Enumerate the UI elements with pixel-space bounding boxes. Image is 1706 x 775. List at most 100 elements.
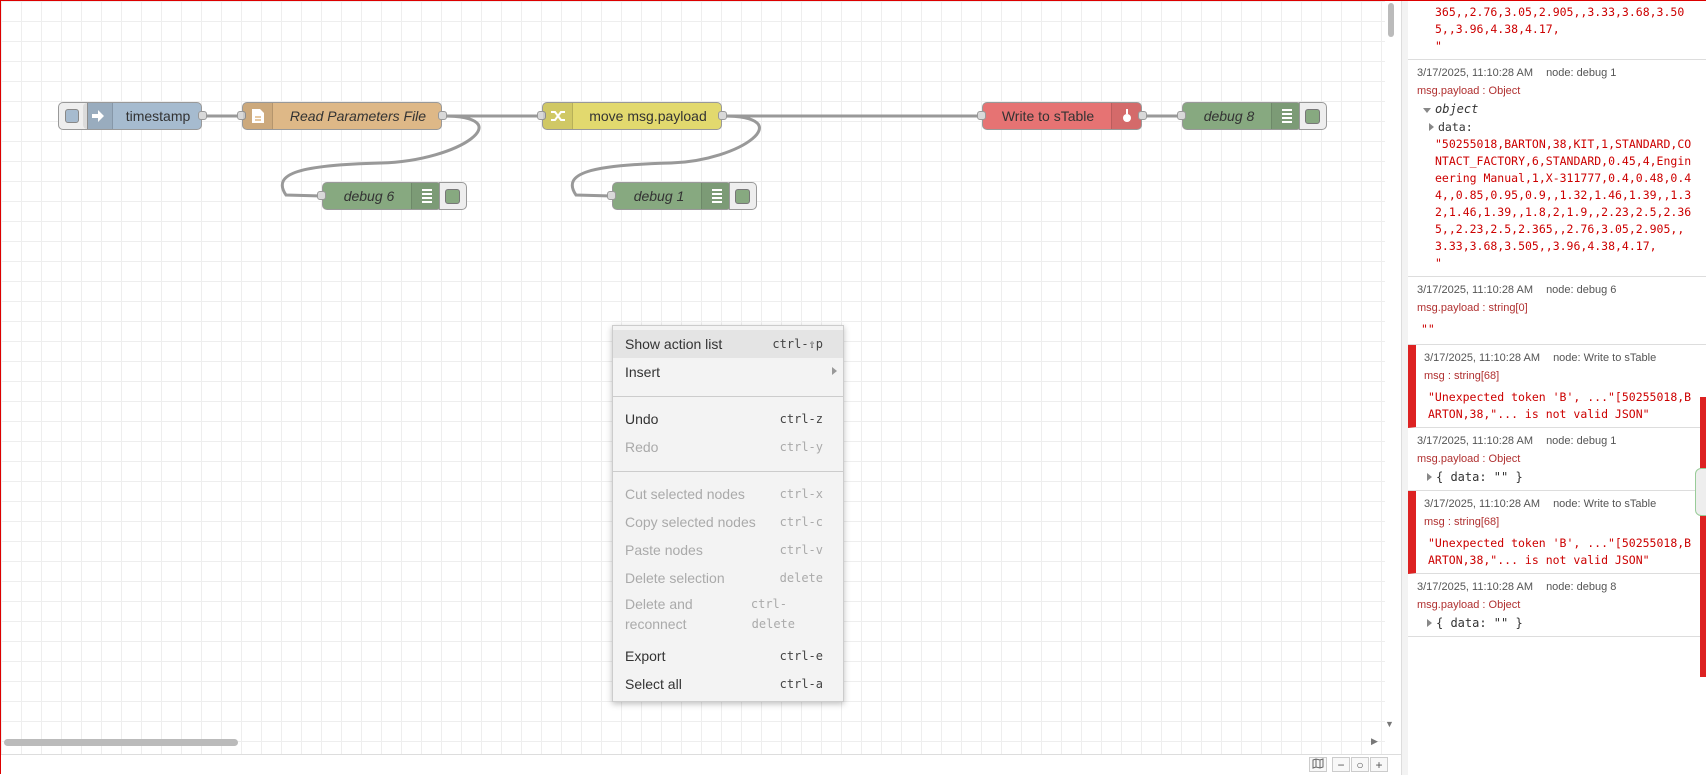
message-topic: msg : string[68]: [1424, 516, 1500, 528]
wire[interactable]: [570, 114, 761, 198]
message-node[interactable]: node: debug 1: [1546, 435, 1617, 447]
output-port[interactable]: [718, 111, 727, 120]
message-value: "Unexpected token 'B', ..."[50255018,BAR…: [1428, 390, 1692, 421]
debug-message: 3/17/2025, 11:10:28 AM node: debug 1 msg…: [1408, 428, 1706, 491]
node-label: move msg.payload: [589, 108, 707, 124]
caret-right-icon: [1427, 473, 1432, 481]
zoom-reset-button[interactable]: ○: [1351, 757, 1369, 772]
flow-workspace[interactable]: timestamp Read Parameters File move msg.…: [1, 1, 1385, 755]
node-read-parameters-file[interactable]: Read Parameters File: [237, 102, 447, 130]
zoom-in-button[interactable]: +: [1370, 757, 1388, 772]
node-label: Read Parameters File: [289, 108, 427, 124]
debug-message: 3/17/2025, 11:10:28 AM node: debug 8 msg…: [1408, 574, 1706, 637]
message-topic: msg.payload : Object: [1417, 453, 1521, 465]
menu-item-insert[interactable]: Insert: [613, 358, 843, 386]
list-icon: [1271, 103, 1301, 129]
menu-divider: [613, 471, 843, 472]
scroll-right-arrow-icon[interactable]: ▶: [1371, 736, 1378, 746]
message-topic: msg.payload : string[0]: [1417, 302, 1528, 314]
list-icon: [411, 183, 441, 209]
message-topic: msg : string[68]: [1424, 370, 1500, 382]
message-value: "": [1421, 322, 1435, 336]
menu-item-select-all[interactable]: Select all ctrl-a: [625, 676, 823, 692]
node-debug-8[interactable]: debug 8: [1177, 102, 1327, 130]
menu-item-show-action-list[interactable]: Show action list ctrl-⇧p: [613, 330, 843, 358]
wire[interactable]: [280, 114, 481, 198]
object-tree[interactable]: { data: "" }: [1417, 468, 1696, 486]
message-node[interactable]: node: debug 6: [1546, 284, 1617, 296]
debug-message-partial: .8,2,1.9,,2.23,2.5,2.365,,2.23,2.5,2.365…: [1408, 1, 1706, 60]
debug-message: 3/17/2025, 11:10:28 AM node: debug 6 msg…: [1408, 277, 1706, 345]
shuffle-icon: [543, 103, 573, 129]
message-node[interactable]: node: debug 1: [1546, 67, 1617, 79]
menu-item-delete-and-reconnect[interactable]: Delete and reconnect ctrl- delete: [625, 596, 795, 632]
node-write-to-stable[interactable]: Write to sTable: [977, 102, 1147, 130]
wires-layer: [202, 114, 1182, 198]
input-port[interactable]: [977, 111, 986, 120]
object-tree[interactable]: { data: "" }: [1417, 614, 1696, 632]
message-timestamp: 3/17/2025, 11:10:28 AM: [1417, 284, 1533, 296]
object-tree[interactable]: object: [1417, 100, 1696, 118]
arrow-right-icon: [83, 103, 113, 129]
node-debug-1[interactable]: debug 1: [607, 182, 757, 210]
node-move-msg-payload[interactable]: move msg.payload: [537, 102, 727, 130]
caret-right-icon: [832, 367, 837, 375]
node-label: debug 6: [343, 188, 395, 204]
context-menu: Show action list ctrl-⇧p Insert Undo ctr…: [612, 325, 844, 702]
input-port[interactable]: [317, 191, 326, 200]
message-value: "50255018,BARTON,38,KIT,1,STANDARD,CONTA…: [1435, 137, 1692, 270]
message-topic: msg.payload : Object: [1417, 85, 1521, 97]
message-node[interactable]: node: debug 8: [1546, 581, 1617, 593]
debug-message-error: 3/17/2025, 11:10:28 AM node: Write to sT…: [1408, 345, 1706, 428]
node-debug-6[interactable]: debug 6: [317, 182, 467, 210]
node-label: Write to sTable: [1001, 108, 1095, 124]
input-port[interactable]: [537, 111, 546, 120]
menu-item-undo[interactable]: Undo ctrl-z: [625, 411, 823, 427]
debug-toggle-button[interactable]: [439, 182, 467, 210]
scroll-down-arrow-icon[interactable]: ▼: [1385, 719, 1394, 729]
menu-item-redo[interactable]: Redo ctrl-y: [625, 439, 823, 455]
workspace-footer: − ○ +: [1, 754, 1401, 775]
debug-sidebar: .8,2,1.9,,2.23,2.5,2.365,,2.23,2.5,2.365…: [1408, 1, 1706, 774]
message-value: "Unexpected token 'B', ..."[50255018,BAR…: [1428, 536, 1692, 567]
debug-message-error: 3/17/2025, 11:10:28 AM node: Write to sT…: [1408, 491, 1706, 574]
message-timestamp: 3/17/2025, 11:10:28 AM: [1417, 67, 1533, 79]
message-timestamp: 3/17/2025, 11:10:28 AM: [1417, 435, 1533, 447]
message-topic: msg.payload : Object: [1417, 599, 1521, 611]
object-property[interactable]: data:: [1417, 118, 1696, 136]
message-node[interactable]: node: Write to sTable: [1553, 352, 1657, 364]
message-timestamp: 3/17/2025, 11:10:28 AM: [1424, 352, 1540, 364]
menu-divider: [613, 396, 843, 397]
menu-item-cut[interactable]: Cut selected nodes ctrl-x: [625, 486, 823, 502]
debug-message: 3/17/2025, 11:10:28 AM node: debug 1 msg…: [1408, 60, 1706, 277]
input-port[interactable]: [1177, 111, 1186, 120]
message-node[interactable]: node: Write to sTable: [1553, 498, 1657, 510]
caret-right-icon: [1427, 619, 1432, 627]
message-timestamp: 3/17/2025, 11:10:28 AM: [1417, 581, 1533, 593]
input-port[interactable]: [237, 111, 246, 120]
node-label: debug 1: [633, 188, 685, 204]
sidebar-resize-handle[interactable]: [1401, 1, 1408, 775]
output-port[interactable]: [1138, 111, 1147, 120]
horizontal-scrollbar[interactable]: [4, 739, 238, 746]
output-port[interactable]: [198, 111, 207, 120]
message-timestamp: 3/17/2025, 11:10:28 AM: [1424, 498, 1540, 510]
file-icon: [243, 103, 273, 129]
debug-toggle-button[interactable]: [729, 182, 757, 210]
caret-down-icon: [1423, 108, 1431, 113]
node-timestamp[interactable]: timestamp: [58, 102, 207, 130]
zoom-out-button[interactable]: −: [1332, 757, 1350, 772]
menu-item-export[interactable]: Export ctrl-e: [625, 648, 823, 664]
input-port[interactable]: [607, 191, 616, 200]
caret-right-icon: [1429, 123, 1434, 131]
output-port[interactable]: [438, 111, 447, 120]
map-icon[interactable]: [1309, 757, 1327, 772]
menu-item-delete-selection[interactable]: Delete selection delete: [625, 570, 823, 586]
sidebar-tab-handle[interactable]: [1695, 468, 1706, 516]
vertical-scrollbar[interactable]: [1388, 3, 1394, 37]
menu-item-copy[interactable]: Copy selected nodes ctrl-c: [625, 514, 823, 530]
debug-toggle-button[interactable]: [1299, 102, 1327, 130]
list-icon: [701, 183, 731, 209]
node-label: timestamp: [125, 108, 191, 124]
menu-item-paste[interactable]: Paste nodes ctrl-v: [625, 542, 823, 558]
